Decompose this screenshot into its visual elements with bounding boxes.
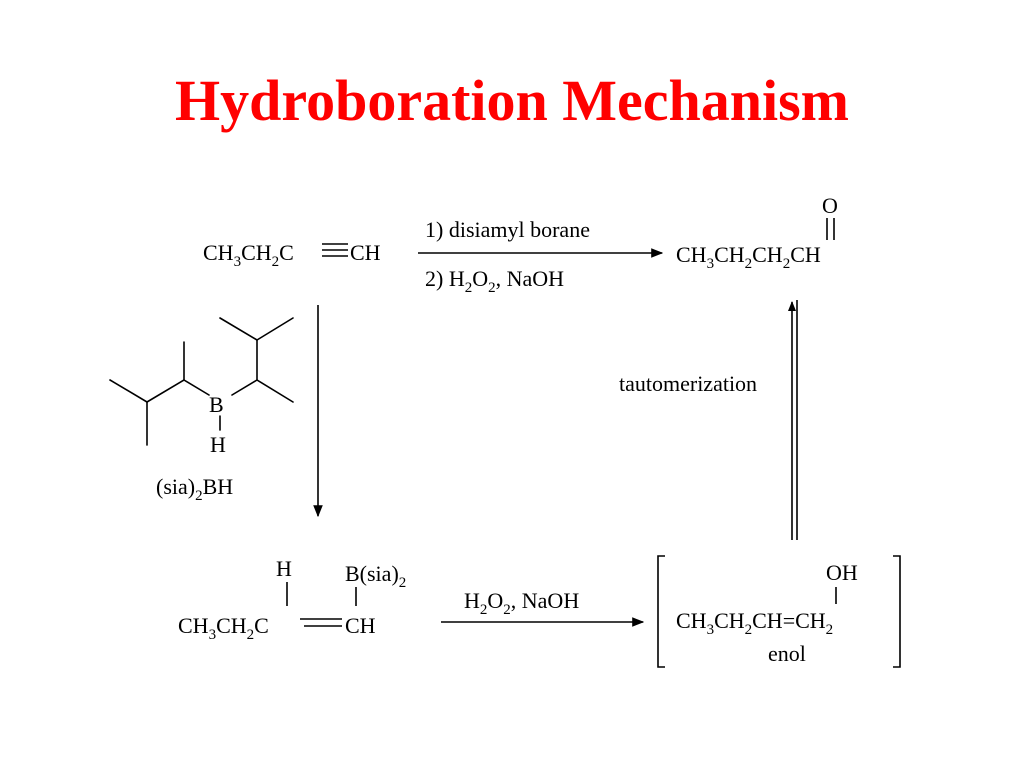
reagent-step-1: 1) disiamyl borane [425, 217, 590, 242]
boron-hydrogen: H [210, 432, 226, 457]
enol-label: enol [768, 641, 806, 666]
vinyl-ch: CH [345, 613, 376, 638]
alkyne-terminal-ch: CH [350, 240, 381, 265]
svg-text:CH3CH2C: CH3CH2C [178, 613, 269, 643]
aldehyde-oxygen: O [822, 193, 838, 218]
boron-atom: B [209, 392, 224, 417]
enol-intermediate: OH CH3CH2CH=CH2 enol [657, 555, 901, 668]
enol-brackets [657, 555, 901, 668]
oxidation-reagent: H2O2, NaOH [464, 588, 579, 618]
disiamylborane-structure [109, 317, 294, 446]
bottom-reaction: H2O2, NaOH [441, 588, 645, 627]
vinyl-boron-group: B(sia)2 [345, 561, 406, 591]
svg-text:CH3CH2C: CH3CH2C [203, 240, 294, 270]
svg-text:CH3CH2CH2CH: CH3CH2CH2CH [676, 242, 821, 272]
carbonyl-double-bond [826, 218, 835, 240]
alkene-double-bond [300, 618, 342, 627]
triple-bond [322, 243, 348, 257]
slide-title: Hydroboration Mechanism [175, 68, 849, 133]
tautomerization-equilibrium: tautomerization [619, 300, 798, 540]
reagent-step-2: 2) H2O2, NaOH [425, 266, 564, 296]
vinylborane-intermediate: H B(sia)2 CH3CH2C CH [178, 556, 406, 643]
top-reaction: 1) disiamyl borane 2) H2O2, NaOH [418, 217, 664, 296]
vinyl-hydrogen: H [276, 556, 292, 581]
borane-label: (sia)2BH [156, 474, 233, 504]
svg-text:CH3CH2CH=CH2: CH3CH2CH=CH2 [676, 608, 833, 638]
aldehyde-product: O CH3CH2CH2CH [676, 193, 838, 272]
alkyne-reactant: CH3CH2C CH [203, 240, 381, 270]
enol-hydroxyl: OH [826, 560, 858, 585]
tautomerization-label: tautomerization [619, 371, 757, 396]
